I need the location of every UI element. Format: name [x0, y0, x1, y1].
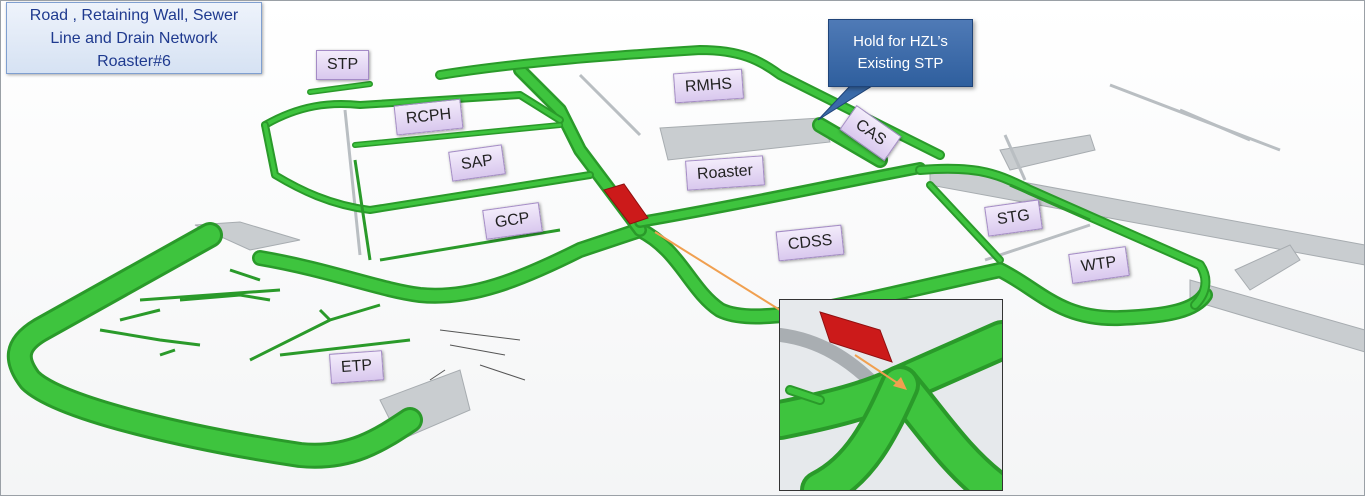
hold-callout-text: Hold for HZL’s Existing STP — [853, 33, 948, 72]
diagram-title: Road , Retaining Wall, Sewer Line and Dr… — [6, 2, 262, 74]
drain-lines — [99, 159, 1091, 362]
label-rmhs: RMHS — [673, 68, 745, 104]
etp-pipe-detail — [429, 329, 526, 381]
label-roaster: Roaster — [685, 155, 765, 191]
diagram-title-text: Road , Retaining Wall, Sewer Line and Dr… — [29, 6, 239, 70]
zoom-inset-drawing — [780, 300, 1002, 490]
hold-callout: Hold for HZL’s Existing STP — [828, 19, 973, 87]
label-stp: STP — [316, 50, 370, 80]
highlighted-road-segment — [603, 183, 649, 225]
zoom-inset — [779, 299, 1003, 491]
label-etp: ETP — [329, 350, 385, 384]
